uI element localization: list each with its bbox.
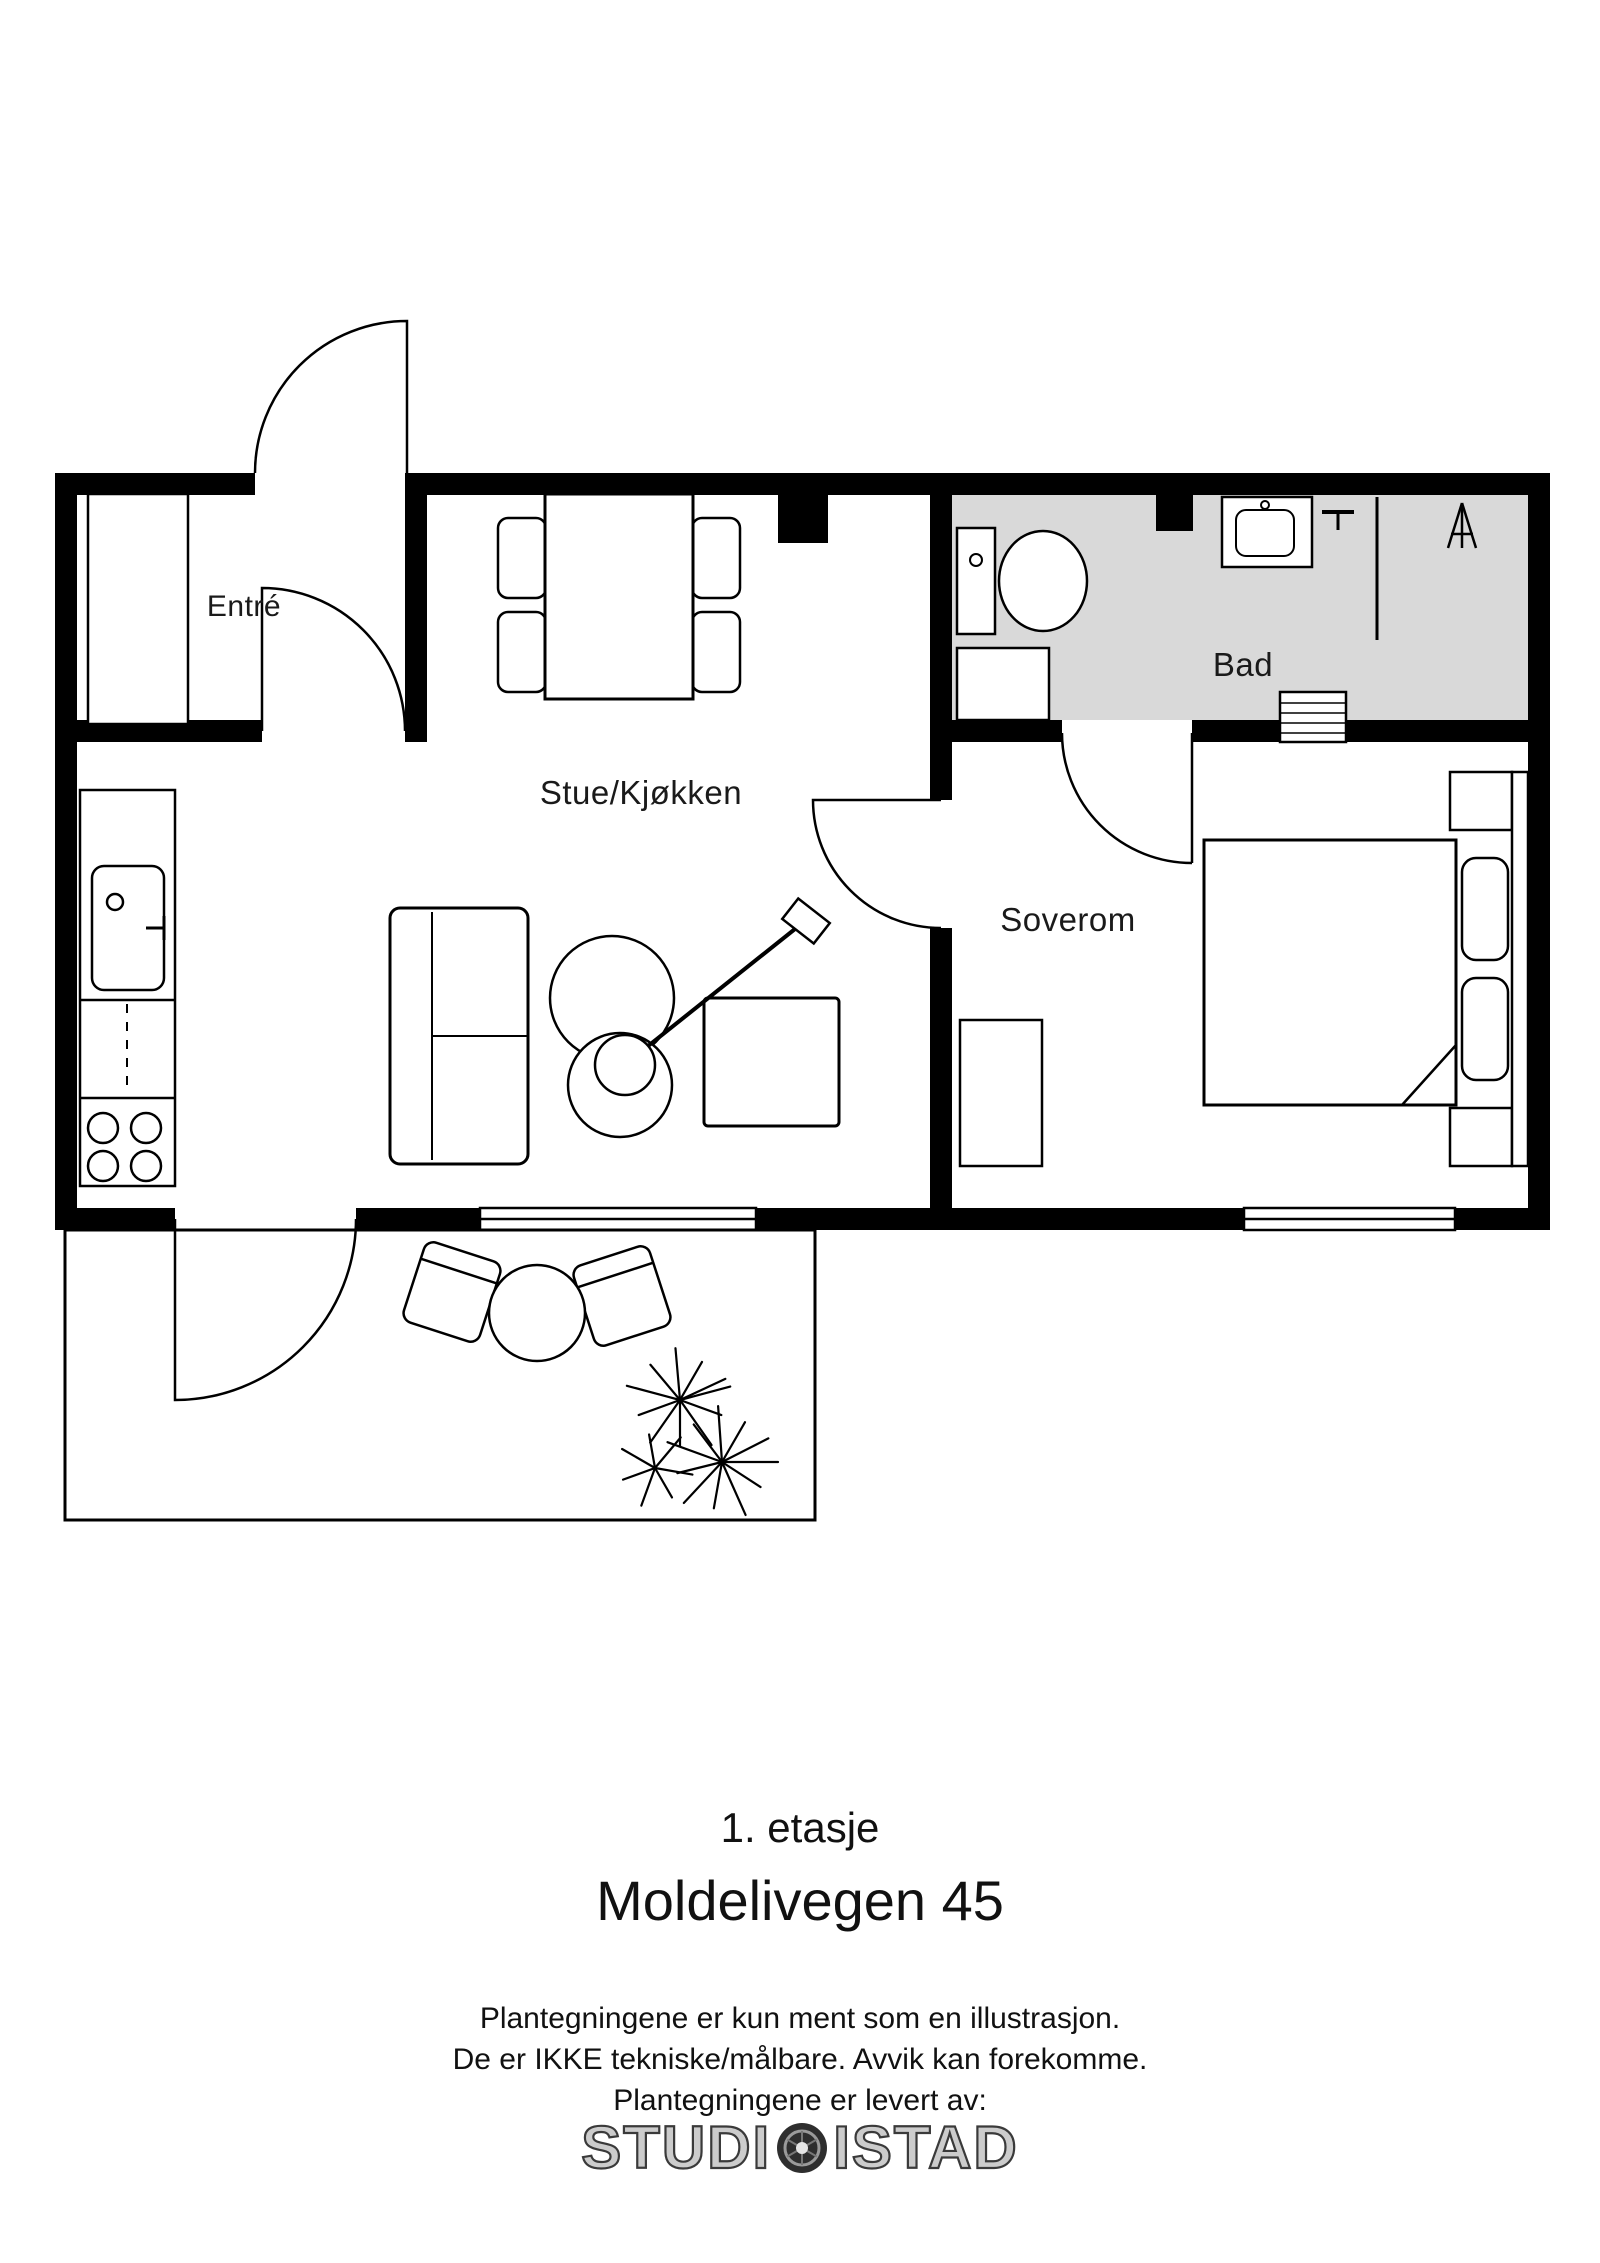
camera-aperture-icon [777, 2123, 828, 2173]
disclaimer-line-2: De er IKKE tekniske/målbare. Avvik kan f… [452, 2043, 1148, 2076]
terrace-table [487, 1263, 587, 1363]
dining-set [496, 492, 742, 701]
disclaimer-line-3: Plantegningene er levert av: [613, 2084, 987, 2117]
entre-door-arc [260, 586, 407, 732]
address-title: Moldelivegen 45 [596, 1869, 1004, 1932]
bad-door-arc [1060, 732, 1194, 865]
stove-burner [129, 1111, 163, 1145]
floor-title: 1. etasje [720, 1804, 880, 1851]
logo-text-right: ISTAD [832, 2114, 1019, 2181]
disclaimer-line-1: Plantegningene er kun ment som en illust… [479, 2002, 1121, 2035]
room-label-soverom: Soverom [1000, 901, 1136, 938]
dining-chair [496, 610, 548, 694]
toilet [955, 526, 1089, 636]
bathroom-vanity [1220, 495, 1314, 569]
bedroom-dresser [958, 1018, 1044, 1168]
windows [478, 1206, 1457, 1232]
kitchen-counter [78, 788, 177, 1188]
entry-door-arc [253, 319, 409, 474]
disclaimer-block: Plantegningene er kun ment som en illust… [0, 1998, 1600, 2121]
dining-table [543, 492, 695, 701]
plant [620, 1347, 780, 1517]
headboard [1510, 770, 1530, 1168]
sofa [388, 906, 530, 1166]
room-label-stue-kjokken: Stue/Kjøkken [539, 774, 743, 811]
mattress [1202, 838, 1458, 1107]
floor-lamp [593, 896, 832, 1097]
shower-icon [1446, 502, 1478, 549]
bed [1202, 770, 1530, 1168]
stove-burner [86, 1111, 120, 1145]
terrace-outline [63, 1228, 817, 1522]
soverom-door-arc [811, 798, 942, 930]
stove-burner [129, 1149, 163, 1183]
logo-text-left: STUDI [580, 2114, 772, 2181]
pillow [1460, 856, 1510, 962]
dining-chair [690, 610, 742, 694]
bathroom-cabinet [955, 646, 1051, 722]
pillow [1460, 976, 1510, 1082]
dining-chair [496, 516, 548, 600]
side-table [702, 996, 841, 1128]
coffee-tables [548, 934, 676, 1139]
nightstand [1448, 1106, 1514, 1168]
room-label-bad: Bad [1212, 646, 1274, 683]
nightstand [1448, 770, 1514, 832]
terrace [63, 1228, 817, 1522]
dining-chair [690, 516, 742, 600]
terrace-chair [572, 1245, 672, 1347]
walls [55, 473, 1550, 1230]
washing-machine [1278, 690, 1348, 744]
studio-istad-logo: STUDI ISTAD [0, 2114, 1600, 2181]
door-arcs [173, 319, 1194, 1402]
stove-burner [86, 1149, 120, 1183]
entre-wardrobe [86, 492, 190, 726]
terrace-chair [402, 1241, 502, 1343]
terrace-door-arc [173, 1218, 358, 1402]
floor-plan-drawing [55, 319, 1550, 1522]
tap-icon [1322, 510, 1354, 530]
room-label-entre: Entré [206, 590, 282, 623]
